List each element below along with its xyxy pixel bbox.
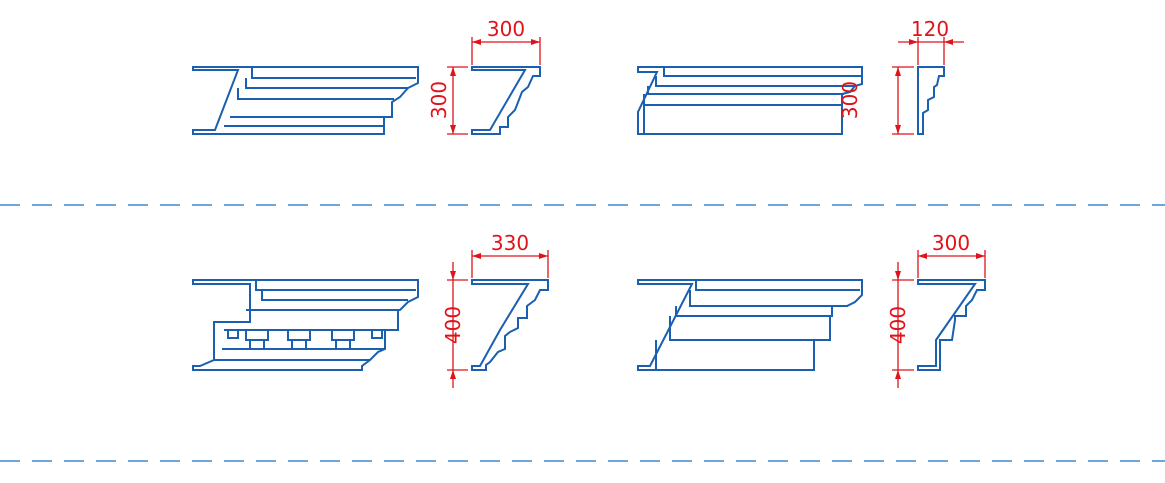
cornice-1-elevation — [192, 66, 419, 135]
dimension-1-width-label: 300 — [487, 17, 525, 41]
dimension-1-width: 300 — [471, 17, 541, 65]
dimension-3-width-label: 330 — [491, 231, 529, 255]
dimension-2-height: 300 — [838, 66, 914, 135]
dimension-4-height-label: 400 — [886, 306, 910, 344]
cornice-1-section — [471, 66, 541, 135]
cornice-2-section — [917, 66, 945, 135]
dimension-4-width: 300 — [917, 231, 986, 278]
cornice-3-section — [471, 279, 549, 371]
cornice-4-section — [917, 279, 986, 371]
dimension-3-height-label: 400 — [441, 306, 465, 344]
dentil-row — [227, 329, 383, 350]
dimension-4-width-label: 300 — [932, 231, 970, 255]
cornice-4-elevation — [637, 279, 863, 371]
cornice-2-elevation — [637, 66, 863, 135]
dimension-3-height: 400 — [441, 262, 468, 388]
dimension-1-height-label: 300 — [427, 81, 451, 119]
dimension-2-width: 120 — [898, 17, 964, 65]
dimension-2-height-label: 300 — [838, 81, 862, 119]
dimension-4-height: 400 — [886, 262, 914, 388]
dimension-1-height: 300 — [427, 66, 468, 135]
dimension-2-width-label: 120 — [911, 17, 949, 41]
dimension-3-width: 330 — [471, 231, 549, 278]
cornice-3-elevation — [192, 279, 419, 371]
